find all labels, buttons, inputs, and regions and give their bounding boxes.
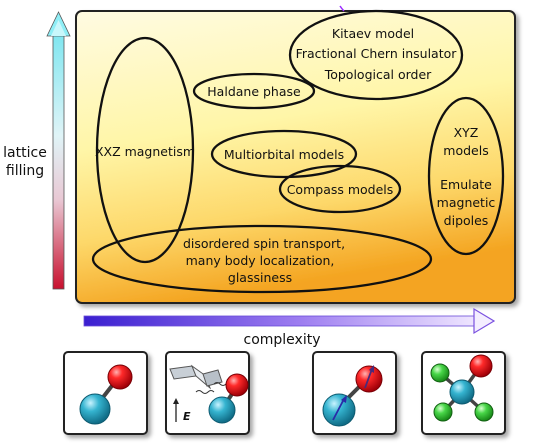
region-xyz-line6: dipoles	[444, 213, 489, 228]
x-axis-label: complexity	[244, 332, 321, 348]
region-multiorbital-label: Multiorbital models	[224, 147, 344, 162]
red-atom	[107, 364, 133, 390]
region-disordered: disordered spin transport, many body loc…	[91, 224, 433, 294]
molecule-panel-diatomic	[63, 351, 148, 435]
molecule-panel-spins	[312, 351, 397, 435]
region-xyz-line1: XYZ	[454, 125, 479, 140]
molecule-panel-polyatomic	[421, 351, 506, 435]
capacitor-plates-icon	[169, 364, 223, 390]
region-kitaev-line1: Kitaev model	[332, 26, 414, 41]
region-xyz-line4: Emulate	[440, 177, 492, 192]
molecule-panel-electric-field: E	[165, 351, 250, 435]
region-xyz: XYZ models Emulate magnetic dipoles	[427, 96, 505, 256]
region-kitaev-line3: Topological order	[324, 67, 432, 82]
region-xxz-magnetism: XXZ magnetism	[95, 36, 195, 264]
green-atom	[430, 363, 450, 383]
region-xxz-label: XXZ magnetism	[95, 144, 195, 159]
region-compass-label: Compass models	[287, 182, 394, 197]
y-axis-label-line1: lattice	[3, 145, 47, 161]
region-disordered-line2: many body localization,	[186, 253, 335, 268]
region-compass: Compass models	[278, 164, 402, 214]
region-kitaev: Kitaev model Fractional Chern insulator …	[288, 9, 464, 101]
top-accent-mark	[339, 5, 345, 12]
region-xyz-line5: magnetic	[437, 195, 496, 210]
field-label: E	[183, 410, 191, 423]
teal-atom	[79, 393, 111, 425]
region-disordered-line3: glassiness	[228, 270, 292, 285]
region-xyz-line2: models	[443, 143, 488, 158]
region-disordered-line1: disordered spin transport,	[183, 236, 345, 251]
lattice-filling-arrow	[46, 11, 71, 290]
spin-arrow-icon	[332, 365, 374, 421]
region-haldane: Haldane phase	[192, 72, 316, 110]
y-axis-label-line2: filling	[6, 163, 44, 179]
region-multiorbital: Multiorbital models	[210, 129, 358, 179]
region-kitaev-line2: Fractional Chern insulator	[296, 46, 458, 61]
region-haldane-label: Haldane phase	[207, 84, 301, 99]
complexity-arrow	[83, 307, 496, 335]
